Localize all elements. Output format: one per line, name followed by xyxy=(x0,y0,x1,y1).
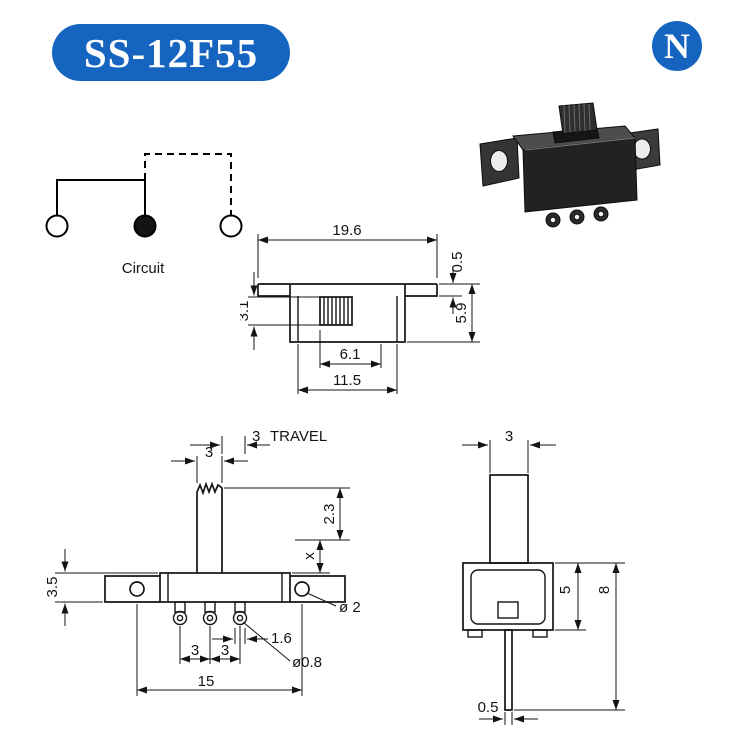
photo-body-front xyxy=(522,137,638,213)
dim-travel-value: 3 xyxy=(252,428,260,445)
side-view-outline xyxy=(462,474,554,711)
dim-travel-label: TRAVEL xyxy=(270,428,327,445)
dim-body-height: 5.9 xyxy=(453,303,470,324)
terminal-left xyxy=(45,214,69,238)
dim-upper-height: 2.3 xyxy=(321,504,338,525)
side-view-dimensions xyxy=(462,440,625,725)
dim-hole-span: 15 xyxy=(198,673,215,690)
brand-logo-letter: N xyxy=(664,26,690,66)
dim-knob-width-front: 3 xyxy=(205,444,213,461)
dim-terminal-width: 1.6 xyxy=(271,630,292,647)
terminal-right xyxy=(219,214,243,238)
circuit-label: Circuit xyxy=(122,260,165,277)
dim-frame-height: 3.5 xyxy=(44,577,61,598)
product-photo-image xyxy=(479,102,661,228)
dim-knob-height: 3.1 xyxy=(240,301,252,322)
top-view-drawing: 19.6 0.5 5.9 3.1 6.1 11.5 xyxy=(240,222,480,394)
dim-ear-hole-dia: ø 2 xyxy=(339,599,361,616)
dim-plate-thickness: 0.5 xyxy=(449,252,466,273)
dim-variable-height: x xyxy=(301,552,318,560)
dim-body-width: 11.5 xyxy=(333,372,361,389)
dim-terminal-hole-dia: ø0.8 xyxy=(292,654,322,671)
photo-left-hole xyxy=(490,150,508,172)
dim-pin-thickness: 0.5 xyxy=(478,699,499,716)
top-view-dimensions xyxy=(248,234,480,394)
terminal-common xyxy=(133,214,157,238)
circuit-diagram: Circuit xyxy=(45,153,243,277)
switch-photo xyxy=(479,102,661,228)
front-view-outline xyxy=(104,481,346,626)
dim-total-height: 8 xyxy=(596,586,613,594)
brand-logo: N xyxy=(652,21,702,71)
dim-pitch-left: 3 xyxy=(191,642,199,659)
top-view-outline xyxy=(257,283,438,343)
photo-knob-serrations xyxy=(563,103,591,133)
part-number-badge: SS-12F55 xyxy=(52,24,290,81)
front-view-drawing: 3 TRAVEL 3 2.3 x 3.5 ø 2 1.6 ø0.8 3 3 15 xyxy=(44,428,361,696)
side-view-drawing: 3 5 8 0.5 xyxy=(462,428,625,725)
part-number-text: SS-12F55 xyxy=(83,29,259,76)
circuit-wires xyxy=(45,153,243,238)
dim-base-height: 5 xyxy=(557,586,574,594)
dim-pitch-right: 3 xyxy=(221,642,229,659)
dim-knob-width-side: 3 xyxy=(505,428,513,445)
front-view-dimensions xyxy=(55,436,350,696)
dim-knob-width: 6.1 xyxy=(340,346,361,363)
photo-knob xyxy=(558,102,598,135)
front-terminals xyxy=(172,601,248,626)
dim-total-width: 19.6 xyxy=(332,222,361,239)
